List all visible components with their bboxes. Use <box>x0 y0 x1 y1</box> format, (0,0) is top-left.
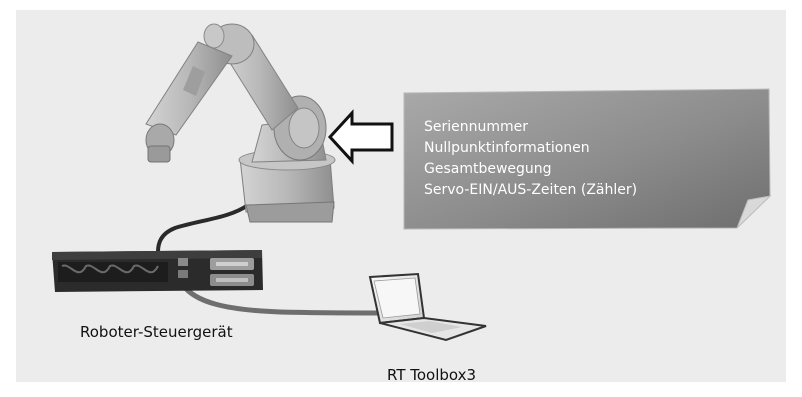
info-note-text: Seriennummer Nullpunktinformationen Gesa… <box>424 117 637 201</box>
software-label: RT Toolbox3 <box>387 366 477 384</box>
controller-icon <box>52 250 263 292</box>
note-line-servo-times: Servo-EIN/AUS-Zeiten (Zähler) <box>424 182 638 198</box>
note-line-zero-point: Nullpunktinformationen <box>424 140 590 156</box>
robot-cable <box>156 203 250 254</box>
controller-label: Roboter-Steuergerät <box>80 323 233 341</box>
laptop-cable <box>180 282 395 316</box>
note-line-total-movement: Gesamtbewegung <box>424 161 552 177</box>
laptop-icon <box>368 272 487 342</box>
info-note <box>403 88 772 230</box>
note-line-serial-number: Seriennummer <box>424 119 529 135</box>
arrow-icon <box>327 109 394 165</box>
robot-arm-icon <box>145 23 336 223</box>
